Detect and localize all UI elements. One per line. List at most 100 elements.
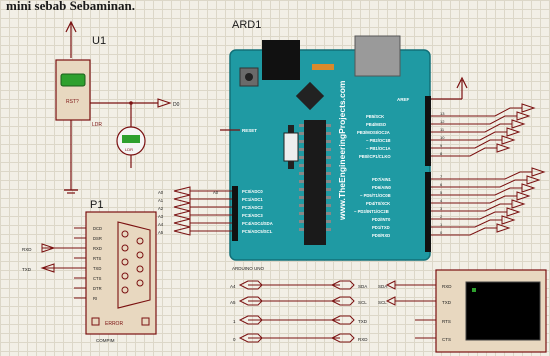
pin-label-pd1: PD1/TXD [372, 225, 390, 230]
rnum-5: 5 [440, 190, 443, 195]
p1-ext-rxd: RXD [22, 247, 32, 252]
pin-a0-num: A0 [213, 190, 219, 195]
u1-out-terminal-icon [157, 98, 172, 108]
p1-pin-rts: RTS [93, 256, 102, 261]
pin-label-pb1: ~ PB1/OC1A [366, 146, 391, 151]
bottom-right-sda: SDA [378, 284, 387, 289]
aref-label: AREF [397, 97, 410, 102]
db9-pins [121, 230, 144, 294]
pin-label-pd0: PD0/RXD [372, 233, 390, 238]
rnum-0: 0 [440, 230, 443, 235]
p1-ref: P1 [90, 199, 103, 211]
p1-pin-stubs [74, 227, 86, 299]
usb-port-icon [354, 35, 401, 77]
net-a5: A5 [158, 230, 164, 235]
pin-label-pc4: PC4/ADC4/SDA [242, 221, 273, 226]
db9-connector-icon [117, 221, 151, 309]
virtual-terminal[interactable]: RXD TXD RTS CTS [435, 269, 547, 353]
pin-label-pc1: PC1/ADC1 [242, 197, 263, 202]
right-top-nets [431, 103, 536, 157]
ard-sub-label: ARDUINO UNO [232, 266, 265, 271]
terminal-cursor-icon [472, 288, 476, 292]
p1-ext-nets [40, 243, 74, 273]
terminal-pin-rxd: RXD [442, 284, 452, 289]
net-a2: A2 [158, 206, 164, 211]
net-a4: A4 [158, 222, 164, 227]
arduino-board[interactable]: ARD1 www.TheEngineeringProjects.com RESE… [220, 19, 431, 271]
u1-ref: U1 [92, 35, 106, 47]
header-strip-top [425, 96, 431, 166]
rnum-6: 6 [440, 182, 443, 187]
bottom-left-1: 1 [233, 319, 236, 324]
reset-label: RESET [242, 128, 257, 133]
p1-pin-dcd: DCD [93, 226, 102, 231]
p1-pin-dtr: DTR [93, 286, 102, 291]
ard-ref: ARD1 [232, 19, 261, 31]
pin-label-pc0: PC0/ADC0 [242, 189, 263, 194]
right-bottom-nets [431, 167, 546, 236]
rnum-10: 10 [440, 135, 445, 140]
p1-pin-rxd: RXD [93, 246, 102, 251]
crystal-body [283, 132, 299, 162]
rnum-2: 2 [440, 214, 443, 219]
pin-label-pc5: PC5/ADC5/SCL [242, 229, 273, 234]
pin-label-pd4: PD4/T0/XCK [366, 201, 390, 206]
u1-led-icon [60, 73, 86, 87]
pin-label-pd2: PD2/INT0 [372, 217, 391, 222]
p1-compim[interactable]: P1 DCD DSR RXD RTS TXD CTS DTR RI ERROR … [74, 199, 157, 343]
u1-label: RST? [66, 99, 79, 105]
pin-label-pb3: PB3/MOSI/OC2A [357, 130, 390, 135]
p1-name: COMPIM [96, 338, 115, 343]
power-jack-icon [262, 40, 300, 80]
pin-label-pd5: ~ PD5/T1/OC0B [360, 193, 391, 198]
ldr-pin-label: LDR [92, 122, 102, 128]
terminal-pin-rts: RTS [442, 319, 451, 324]
pin-label-pb4: PB4/MISO [366, 122, 387, 127]
rnum-13: 13 [440, 111, 445, 116]
rnum-9: 9 [440, 143, 443, 148]
terminal-pin-cts: CTS [442, 337, 451, 342]
aref-net [431, 76, 468, 100]
bottom-left-a5: A5 [230, 300, 236, 305]
pin-label-pd6: PD6/AIN0 [372, 185, 392, 190]
pin-label-pb0: PB0/ICP1/CLKO [359, 154, 391, 159]
bottom-left-0: 0 [233, 337, 236, 342]
ldr-sensor-icon [122, 135, 140, 143]
header-text: mini sebab Sebaminan. [6, 0, 135, 13]
pin-label-pd7: PD7/AIN1 [372, 177, 392, 182]
chip-pins [299, 124, 331, 231]
rnum-7: 7 [440, 174, 443, 179]
reset-knob-icon [245, 73, 253, 81]
bottom-right-scl: SCL [378, 300, 387, 305]
aref-arrow-icon [456, 76, 468, 89]
rnum-3: 3 [440, 206, 443, 211]
rnum-8: 8 [440, 151, 443, 156]
pin-label-pb2: ~ PB2/OC1B [366, 138, 391, 143]
pin-label-pb5: PB5/SCK [366, 114, 384, 119]
p1-sub: ERROR [105, 321, 123, 327]
net-a0: A0 [158, 190, 164, 195]
rnum-11: 11 [440, 127, 445, 132]
u1-out-label: D0 [173, 102, 180, 108]
p1-checkbox-icon-2 [141, 317, 150, 326]
pin-label-pd3: ~ PD3/INT1/OC2B [354, 209, 389, 214]
terminal-screen [465, 281, 541, 341]
p1-pin-txd: TXD [93, 266, 101, 271]
bottom-mid-rxd: RXD [358, 337, 368, 342]
header-strip-bottom [425, 172, 431, 252]
p1-checkbox-icon [91, 317, 100, 326]
atmega-chip-icon [304, 120, 326, 245]
terminal-pin-txd: TXD [442, 300, 452, 305]
left-analog-nets [173, 186, 232, 236]
u1-component[interactable]: U1 RST? D0 LDR LDR [55, 20, 180, 194]
bottom-mid-txd: TXD [358, 319, 368, 324]
rxd-terminal-icon [41, 243, 56, 253]
bottom-nets [238, 280, 436, 343]
bottom-left-a4: A4 [230, 284, 236, 289]
bottom-mid-sda: SDA [358, 284, 367, 289]
rnum-1: 1 [440, 222, 443, 227]
net-a3: A3 [158, 214, 164, 219]
u1-vcc-arrow-icon [65, 20, 77, 33]
